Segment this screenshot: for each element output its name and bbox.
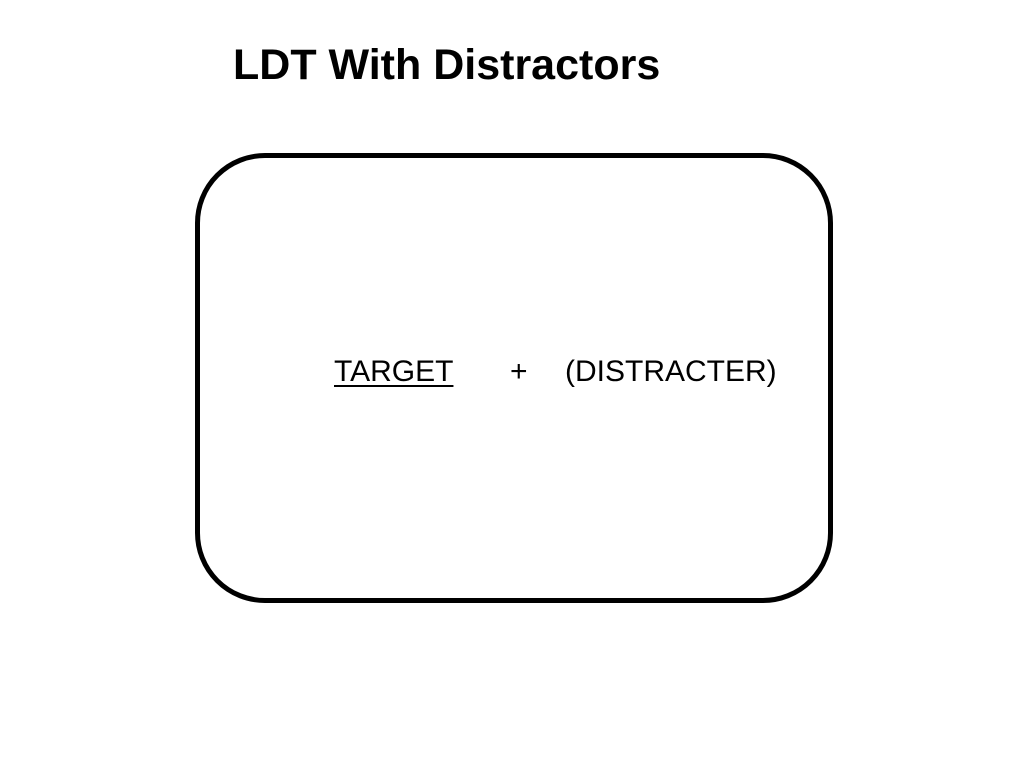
target-label: TARGET [334,355,454,388]
display-frame [195,153,833,603]
slide-title: LDT With Distractors [233,41,661,89]
distracter-label: (DISTRACTER) [565,355,777,388]
plus-sign: + [510,355,528,388]
